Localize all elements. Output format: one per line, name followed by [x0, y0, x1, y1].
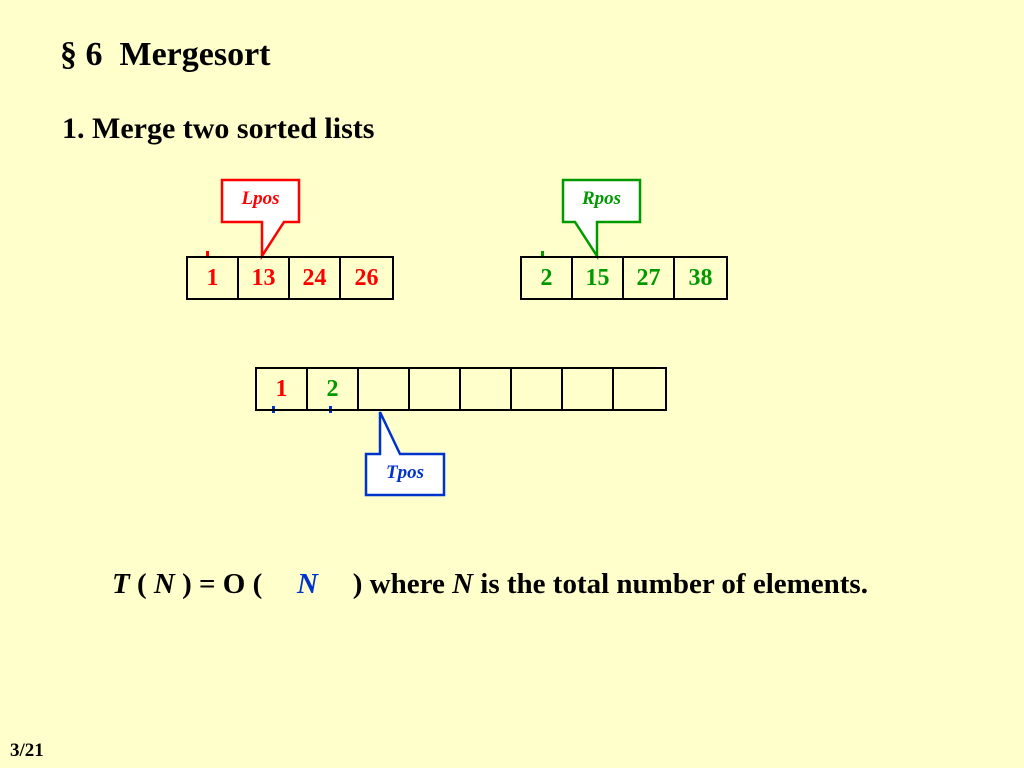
- temp-list-cell: 2: [308, 369, 359, 409]
- left-list-cell: 13: [239, 258, 290, 298]
- temp-list-cell: [359, 369, 410, 409]
- temp-list-cell: [563, 369, 614, 409]
- right-list-cell: 15: [573, 258, 624, 298]
- formula-answer: N: [297, 568, 318, 600]
- tpos-label: Tpos: [386, 462, 424, 483]
- slide-title: § 6 Mergesort: [60, 36, 271, 73]
- left-list-cell: 24: [290, 258, 341, 298]
- lpos-tick: [206, 251, 209, 258]
- right-list-cell: 2: [522, 258, 573, 298]
- temp-list-cell: [410, 369, 461, 409]
- formula-n1: N: [153, 568, 175, 600]
- tpos-callout-shape: [364, 411, 446, 497]
- temp-list-cell: 1: [257, 369, 308, 409]
- formula-mid: ) = O (: [174, 568, 270, 600]
- temp-list-cell: [614, 369, 665, 409]
- left-list: 1 13 24 26: [186, 256, 394, 300]
- rpos-label: Rpos: [581, 188, 622, 209]
- formula-t: T: [112, 568, 130, 600]
- formula-open: (: [129, 568, 154, 600]
- rpos-tick: [541, 251, 544, 258]
- left-list-cell: 1: [188, 258, 239, 298]
- formula-close: ) where: [345, 568, 453, 600]
- temp-list-cell: [512, 369, 563, 409]
- lpos-callout-shape: [220, 178, 301, 261]
- temp-list-cell: [461, 369, 512, 409]
- slide-subtitle: 1. Merge two sorted lists: [62, 112, 375, 145]
- formula-rest: is the total number of elements.: [473, 568, 868, 600]
- complexity-statement: T ( N ) = O ( N ) where N is the total n…: [112, 564, 872, 604]
- rpos-callout-shape: [561, 178, 642, 261]
- right-list: 2 15 27 38: [520, 256, 728, 300]
- right-list-cell: 27: [624, 258, 675, 298]
- formula-n2: N: [452, 568, 474, 600]
- page-number: 3/21: [10, 740, 44, 761]
- lpos-label: Lpos: [241, 188, 280, 209]
- right-list-cell: 38: [688, 264, 713, 291]
- left-list-cell: 26: [354, 264, 379, 291]
- temp-list: 1 2: [255, 367, 667, 411]
